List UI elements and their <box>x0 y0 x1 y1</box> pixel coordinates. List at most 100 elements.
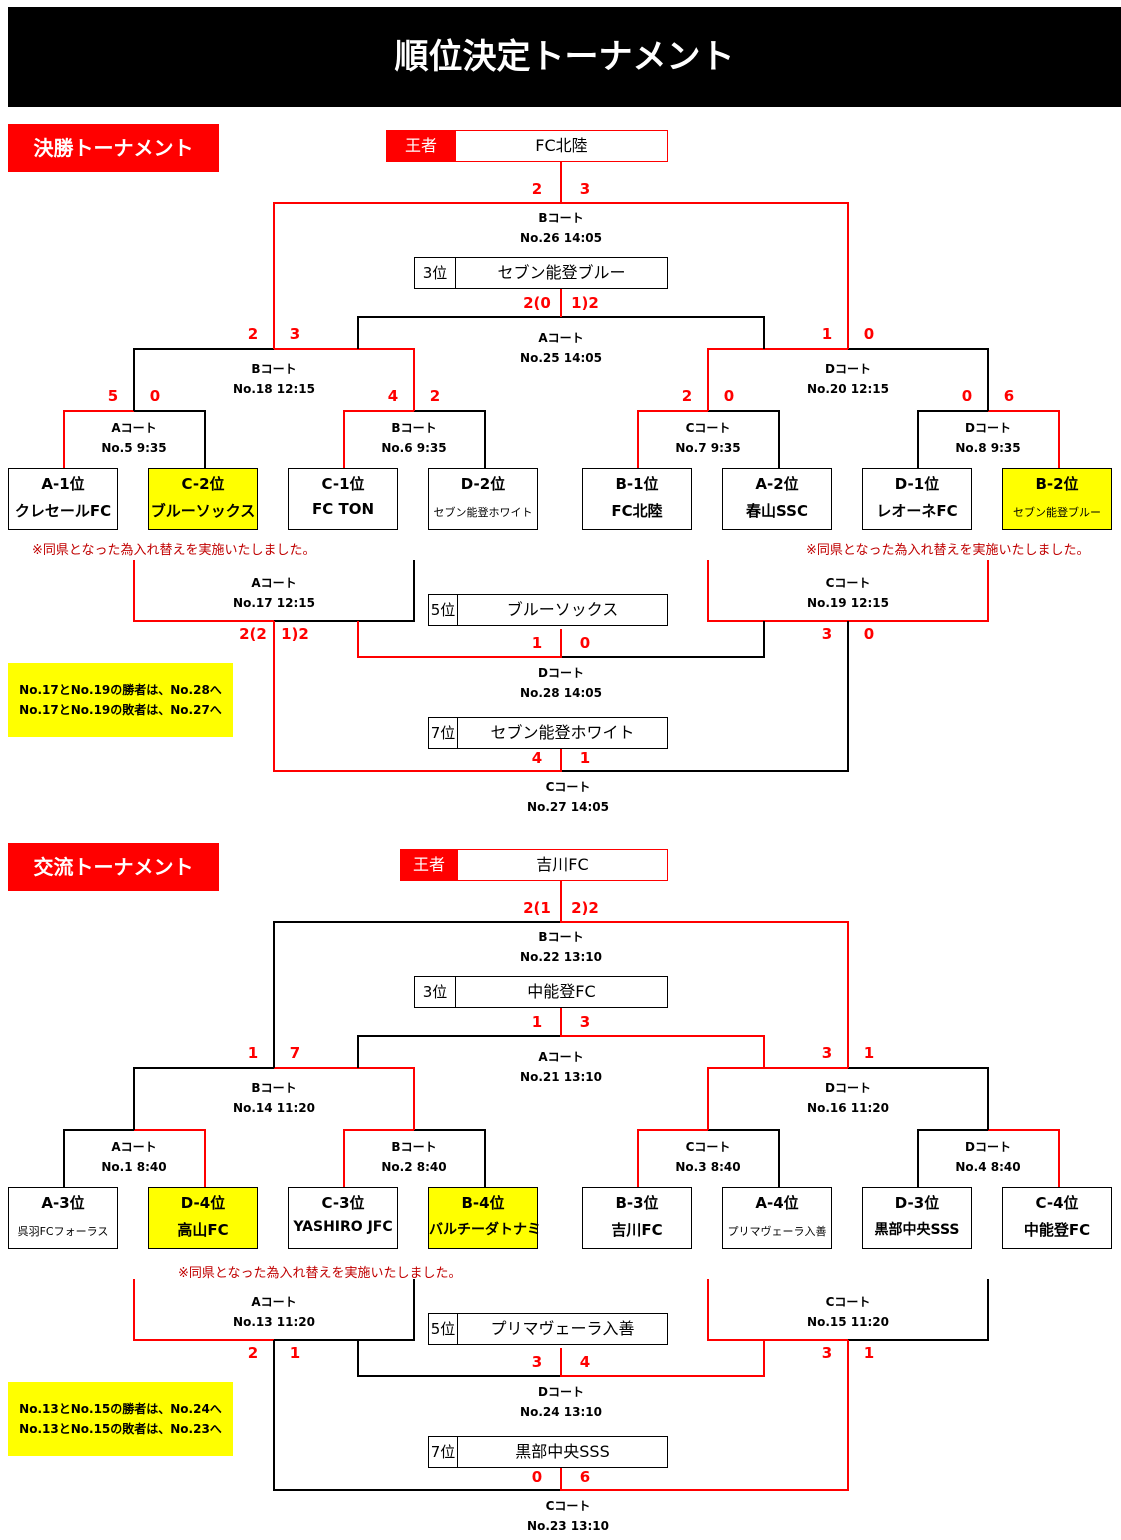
match-court: Bコート <box>251 362 297 376</box>
section-heading-exchange: 交流トーナメント <box>8 843 219 891</box>
score: 0 <box>863 325 875 343</box>
team-seed: B-3位 <box>615 1194 659 1212</box>
score: 2 <box>247 325 259 343</box>
score: 3 <box>821 625 833 643</box>
score: 1 <box>579 749 591 767</box>
team-box: A-4位 プリマヴェーラ入善 <box>722 1187 832 1249</box>
match-number: No.15 11:20 <box>807 1315 889 1329</box>
info-line: No.13とNo.15の勝者は、No.24へ <box>19 1402 222 1416</box>
match-court: Cコート <box>825 1295 871 1309</box>
team-name: FC北陸 <box>611 502 663 520</box>
team-seed: A-2位 <box>755 475 799 493</box>
team-name: セブン能登ホワイト <box>433 506 533 519</box>
score: 1 <box>531 1013 543 1031</box>
team-seed: B-1位 <box>615 475 659 493</box>
score: 3 <box>289 325 301 343</box>
team-seed: A-3位 <box>41 1194 85 1212</box>
score: 1)2 <box>281 625 309 643</box>
team-seed: C-2位 <box>181 475 225 493</box>
page-title-bar: 順位決定トーナメント <box>8 7 1121 107</box>
rank-team: 黒部中央SSS <box>515 1442 610 1461</box>
rank-team: ブルーソックス <box>506 600 619 619</box>
rank-team: 中能登FC <box>527 982 596 1001</box>
team-name: クレセールFC <box>14 502 112 520</box>
team-seed: D-1位 <box>894 475 940 493</box>
match-number: No.3 8:40 <box>675 1160 741 1174</box>
match-info: Bコート No.14 11:20 <box>184 1078 364 1118</box>
team-name: バルチーダトナミ <box>429 1222 541 1238</box>
team-seed: C-4位 <box>1035 1194 1079 1212</box>
match-number: No.6 9:35 <box>381 441 447 455</box>
team-name: ブルーソックス <box>150 502 256 520</box>
team-box: D-2位 セブン能登ホワイト <box>428 468 538 530</box>
swap-note: ※同県となった為入れ替えを実施いたしました。 <box>806 543 1090 558</box>
swap-note: ※同県となった為入れ替えを実施いたしました。 <box>32 543 316 558</box>
match-info: Cコート No.15 11:20 <box>758 1292 938 1332</box>
page-title: 順位決定トーナメント <box>394 37 735 77</box>
score: 6 <box>579 1468 591 1486</box>
match-court: Aコート <box>538 1050 584 1064</box>
score: 2 <box>247 1344 259 1362</box>
score: 0 <box>723 387 735 405</box>
rank-box-5th: 5位 プリマヴェーラ入善 <box>428 1313 668 1345</box>
match-number: No.5 9:35 <box>101 441 167 455</box>
team-seed: C-3位 <box>321 1194 365 1212</box>
team-box: C-1位 FC TON <box>288 468 398 530</box>
match-court: Dコート <box>825 362 871 376</box>
match-number: No.20 12:15 <box>807 382 889 396</box>
team-name: レオーネFC <box>876 502 958 520</box>
team-box: B-3位 吉川FC <box>582 1187 692 1249</box>
team-box: D-3位 黒部中央SSS <box>862 1187 972 1249</box>
match-court: Bコート <box>251 1081 297 1095</box>
match-number: No.14 11:20 <box>233 1101 315 1115</box>
match-court: Aコート <box>538 331 584 345</box>
team-seed: D-2位 <box>460 475 506 493</box>
match-number: No.13 11:20 <box>233 1315 315 1329</box>
score: 4 <box>531 749 543 767</box>
score: 5 <box>107 387 119 405</box>
match-court: Cコート <box>685 1140 731 1154</box>
score: 2 <box>531 180 543 198</box>
team-seed: A-1位 <box>41 475 85 493</box>
team-name: セブン能登ブルー <box>1013 506 1101 519</box>
match-info: Dコート No.20 12:15 <box>758 359 938 399</box>
match-number: No.28 14:05 <box>520 686 602 700</box>
rank-team: プリマヴェーラ入善 <box>490 1319 635 1338</box>
match-number: No.24 13:10 <box>520 1405 602 1419</box>
score: 1 <box>531 634 543 652</box>
champion-label: 王者 <box>387 131 456 161</box>
score: 1 <box>821 325 833 343</box>
score: 1 <box>289 1344 301 1362</box>
info-line: No.17とNo.19の勝者は、No.28へ <box>19 683 222 697</box>
score: 2(0 <box>523 294 551 312</box>
score: 0 <box>961 387 973 405</box>
info-line: No.13とNo.15の敗者は、No.23へ <box>19 1422 222 1436</box>
score: 4 <box>579 1353 591 1371</box>
section-heading-final: 決勝トーナメント <box>8 124 219 172</box>
rank-box-3rd: 3位 セブン能登ブルー <box>414 257 668 289</box>
champion-team: 吉川FC <box>536 855 589 874</box>
score: 7 <box>289 1044 301 1062</box>
team-name: 高山FC <box>177 1221 229 1239</box>
score: 3 <box>579 180 591 198</box>
match-court: Bコート <box>538 211 584 225</box>
match-number: No.23 13:10 <box>527 1519 609 1533</box>
score: 3 <box>821 1344 833 1362</box>
match-court: Dコート <box>965 1140 1011 1154</box>
score: 1 <box>863 1344 875 1362</box>
match-court: Aコート <box>251 576 297 590</box>
match-info: Cコート No.3 8:40 <box>618 1137 798 1177</box>
rank-box-5th: 5位 ブルーソックス <box>428 594 668 626</box>
team-seed: B-4位 <box>461 1194 505 1212</box>
score: 0 <box>531 1468 543 1486</box>
match-court: Dコート <box>825 1081 871 1095</box>
champion-box: 王者 FC北陸 <box>386 130 668 162</box>
champion-label: 王者 <box>401 850 458 880</box>
